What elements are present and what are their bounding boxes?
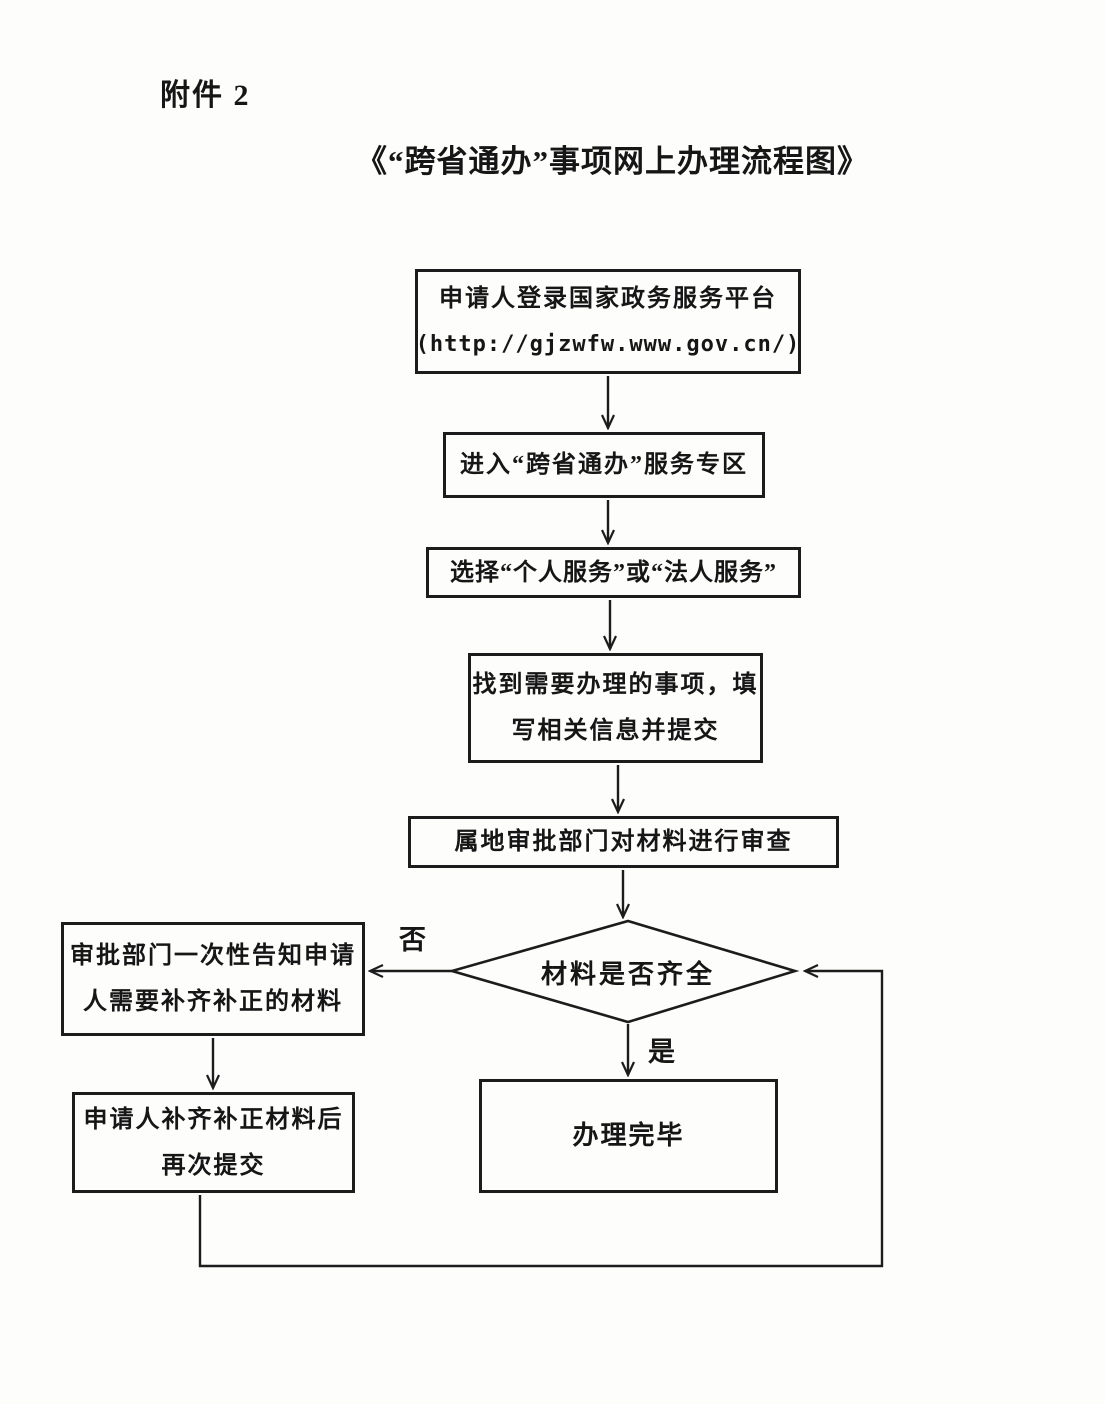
flow-node-find-item-line1: 找到需要办理的事项，填 (472, 672, 759, 698)
branch-label-no: 否 (399, 925, 426, 955)
flow-node-resubmit-line1: 申请人补齐补正材料后 (83, 1106, 344, 1133)
flow-node-notify: 审批部门一次性告知申请 人需要补齐补正的材料 (61, 922, 365, 1036)
flow-node-login-text: 申请人登录国家政务服务平台 (439, 285, 777, 312)
page-title: 《“跨省通办”事项网上办理流程图》 (356, 144, 869, 179)
flow-node-resubmit: 申请人补齐补正材料后 再次提交 (72, 1092, 355, 1193)
flow-node-review: 属地审批部门对材料进行审查 (408, 816, 839, 868)
flow-node-choose-service: 选择“个人服务”或“法人服务” (426, 547, 801, 598)
branch-label-yes: 是 (648, 1037, 675, 1067)
flow-node-login-url: (http://gjzwfw.www.gov.cn/) (415, 331, 801, 357)
decision-diamond-label: 材料是否齐全 (498, 947, 758, 997)
flow-node-notify-line2: 人需要补齐补正的材料 (83, 989, 343, 1015)
attachment-label: 附件 2 (160, 79, 251, 112)
flow-node-enter-zone: 进入“跨省通办”服务专区 (443, 432, 765, 498)
flow-node-done: 办理完毕 (479, 1079, 778, 1193)
flow-node-find-item-line2: 写相关信息并提交 (511, 718, 720, 744)
flow-node-done-text: 办理完毕 (572, 1121, 685, 1150)
flow-node-review-text: 属地审批部门对材料进行审查 (454, 829, 793, 855)
decision-diamond-text: 材料是否齐全 (540, 959, 715, 989)
flow-node-enter-zone-text: 进入“跨省通办”服务专区 (460, 452, 748, 478)
flow-node-resubmit-line2: 再次提交 (161, 1152, 266, 1179)
flow-node-find-item: 找到需要办理的事项，填 写相关信息并提交 (468, 653, 763, 763)
flow-node-login: 申请人登录国家政务服务平台 (http://gjzwfw.www.gov.cn/… (415, 269, 801, 374)
flow-node-notify-line1: 审批部门一次性告知申请 (70, 943, 356, 969)
flow-node-choose-service-text: 选择“个人服务”或“法人服务” (450, 559, 777, 586)
